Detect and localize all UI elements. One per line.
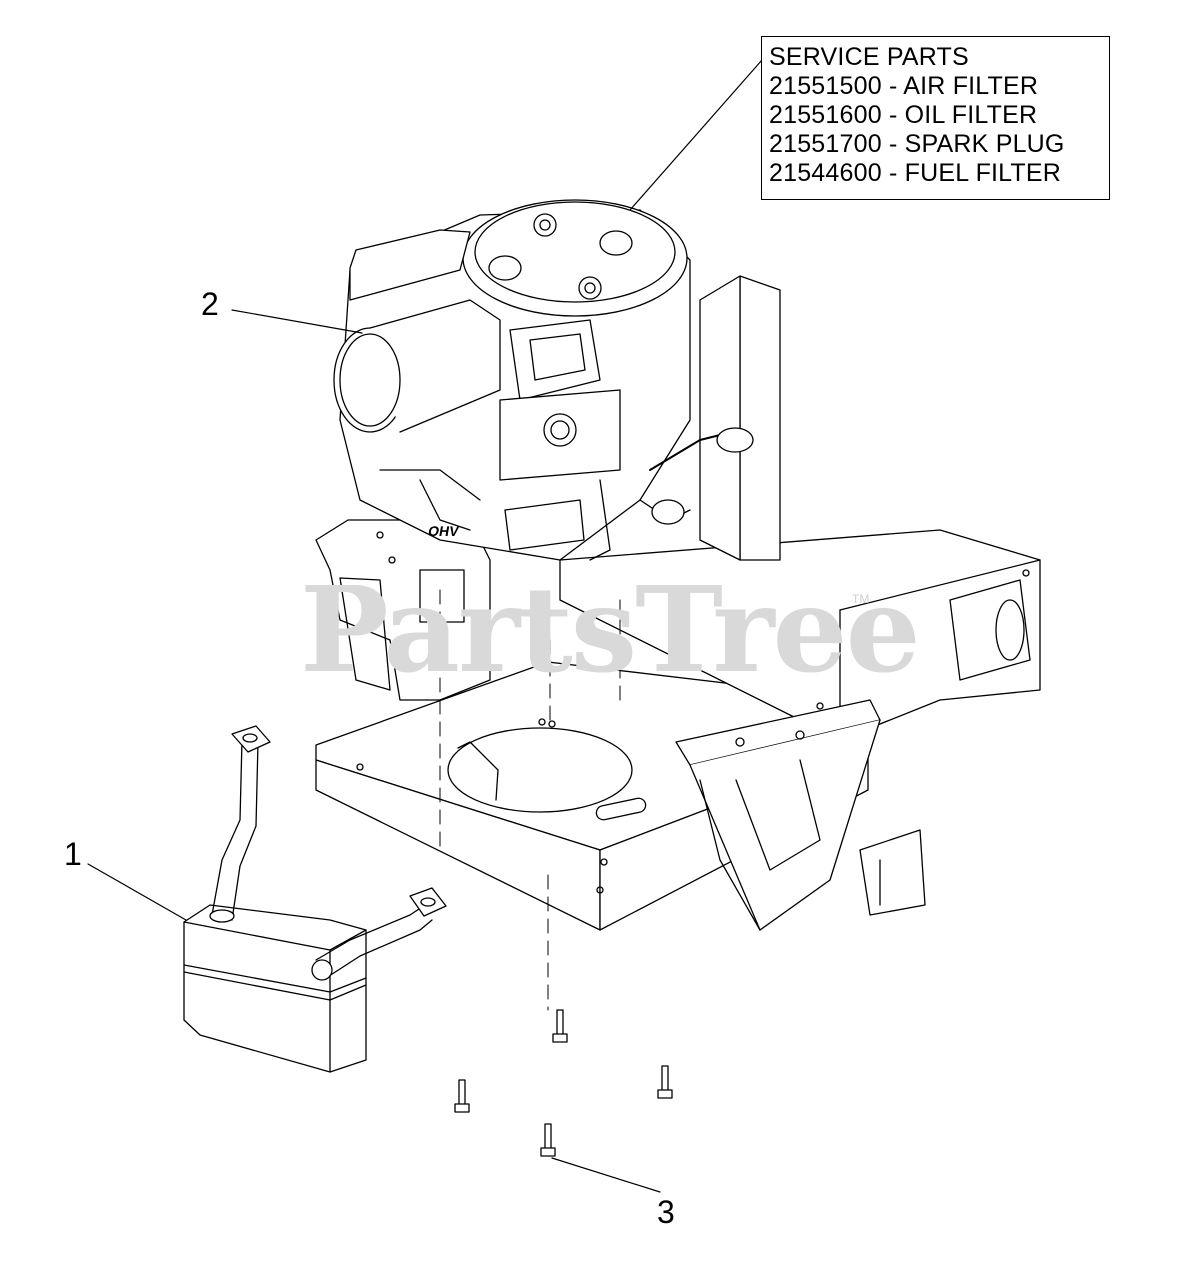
callout-2: 2 [201,286,219,322]
service-part-spark-plug: 21551700 - SPARK PLUG [769,130,1065,158]
service-part-air-filter: 21551500 - AIR FILTER [769,72,1039,100]
callout-3: 3 [657,1194,675,1230]
partstree-watermark: PartsTree [300,560,921,699]
muffler [183,725,447,1073]
leader-line-service [629,59,763,211]
service-parts-box: SERVICE PARTS 21551500 - AIR FILTER 2155… [761,36,1110,200]
bolts [454,1009,673,1157]
bolt [540,1123,556,1157]
ohv-logo: OHV [427,523,461,539]
service-part-oil-filter: 21551600 - OIL FILTER [769,101,1038,129]
watermark-trademark: TM [852,592,870,606]
service-part-fuel-filter: 21544600 - FUEL FILTER [769,159,1062,187]
bolt [454,1079,470,1113]
leader-line-1 [87,863,187,921]
chassis-frame [315,275,1041,931]
dashed-guides [439,589,621,1011]
service-parts-title: SERVICE PARTS [769,43,969,71]
leader-line-3 [551,1157,661,1193]
leader-lines [87,59,763,1193]
leader-line-2 [231,309,363,334]
bolt [657,1065,673,1099]
bolt [552,1009,568,1043]
engine: OHV [333,199,754,561]
callout-1: 1 [64,836,82,872]
